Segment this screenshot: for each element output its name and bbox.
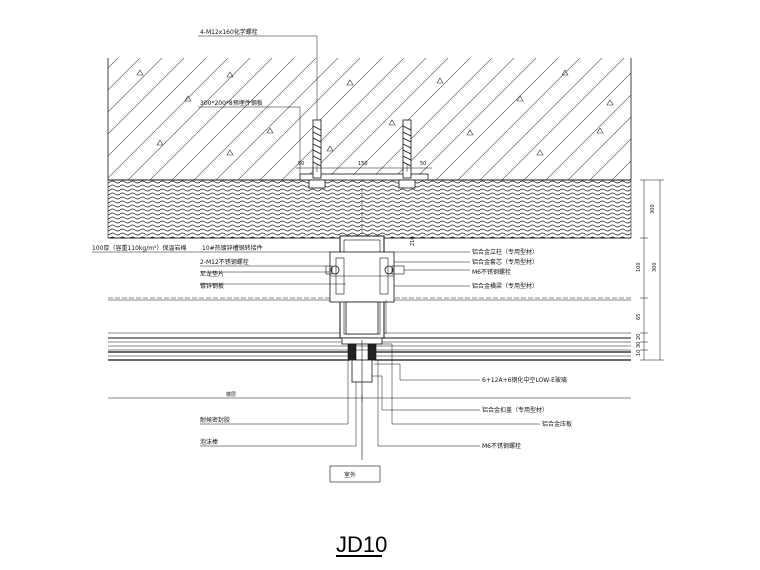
label-m6-bolt: M6不锈钢螺栓 <box>482 442 521 450</box>
dim-210: 210 <box>410 236 416 246</box>
label-sealant: 耐候密封胶 <box>200 416 230 424</box>
label-bolts-m12: 2-M12不锈钢螺栓 <box>200 258 249 266</box>
label-alum-connector: 铝合金套芯（专用型材） <box>472 258 538 266</box>
dim-300b: 300 <box>652 262 658 272</box>
dim-20: 20 <box>636 334 642 340</box>
aluminum-mullion <box>325 251 405 335</box>
outside-tag <box>329 465 381 483</box>
embed-plate <box>299 173 429 181</box>
rock-wool-insulation <box>107 179 632 239</box>
dim-floor: 楼层 <box>226 391 236 398</box>
concrete-slab <box>107 58 632 181</box>
drawing-title: JD10 <box>336 532 387 557</box>
label-outside: 室外 <box>344 471 356 479</box>
label-pad: 尼龙垫片 <box>200 270 224 278</box>
dim-50b: 50 <box>420 161 426 167</box>
label-foam-rod: 泡沫棒 <box>200 438 218 446</box>
dim-50a: 50 <box>298 161 304 167</box>
dim-100: 100 <box>636 262 642 272</box>
dim-65: 65 <box>636 314 642 320</box>
dim-150: 150 <box>358 161 368 167</box>
label-pressure-plate: 铝合金压板 <box>542 420 572 428</box>
label-m6-screws: M6不锈钢螺栓 <box>472 268 511 276</box>
glass-panel-left <box>108 351 350 361</box>
label-insulation: 100厚（容重110kg/m³）保温岩棉 <box>92 244 186 252</box>
label-embed-plate: 300*200*8预埋件钢板 <box>200 99 263 107</box>
label-glass: 6+12A+6钢化中空LOW-E玻璃 <box>482 376 567 384</box>
label-alum-mullion: 铝合金立柱（专用型材） <box>472 248 538 256</box>
label-steel-angle: 10#热镀锌槽钢转接件 <box>202 244 263 252</box>
right-dimension-lines <box>640 179 664 361</box>
dim-30: 30 <box>636 342 642 348</box>
bottom-dimension-lines <box>108 300 631 402</box>
label-anchor-bolts: 4-M12x160化学螺栓 <box>200 28 258 36</box>
anchor-bolt-right <box>398 119 416 189</box>
label-fire-board: 镀锌钢板 <box>200 282 224 290</box>
dim-300a: 300 <box>650 204 656 214</box>
label-pressure-cap: 铝合金扣盖（专用型材） <box>482 406 548 414</box>
dim-10: 10 <box>636 350 642 356</box>
leader-lines <box>92 35 540 447</box>
glass-panel-right <box>374 351 631 361</box>
label-alum-beam: 铝合金横梁（专用型材） <box>472 282 538 290</box>
top-dimension-lines <box>296 164 432 172</box>
